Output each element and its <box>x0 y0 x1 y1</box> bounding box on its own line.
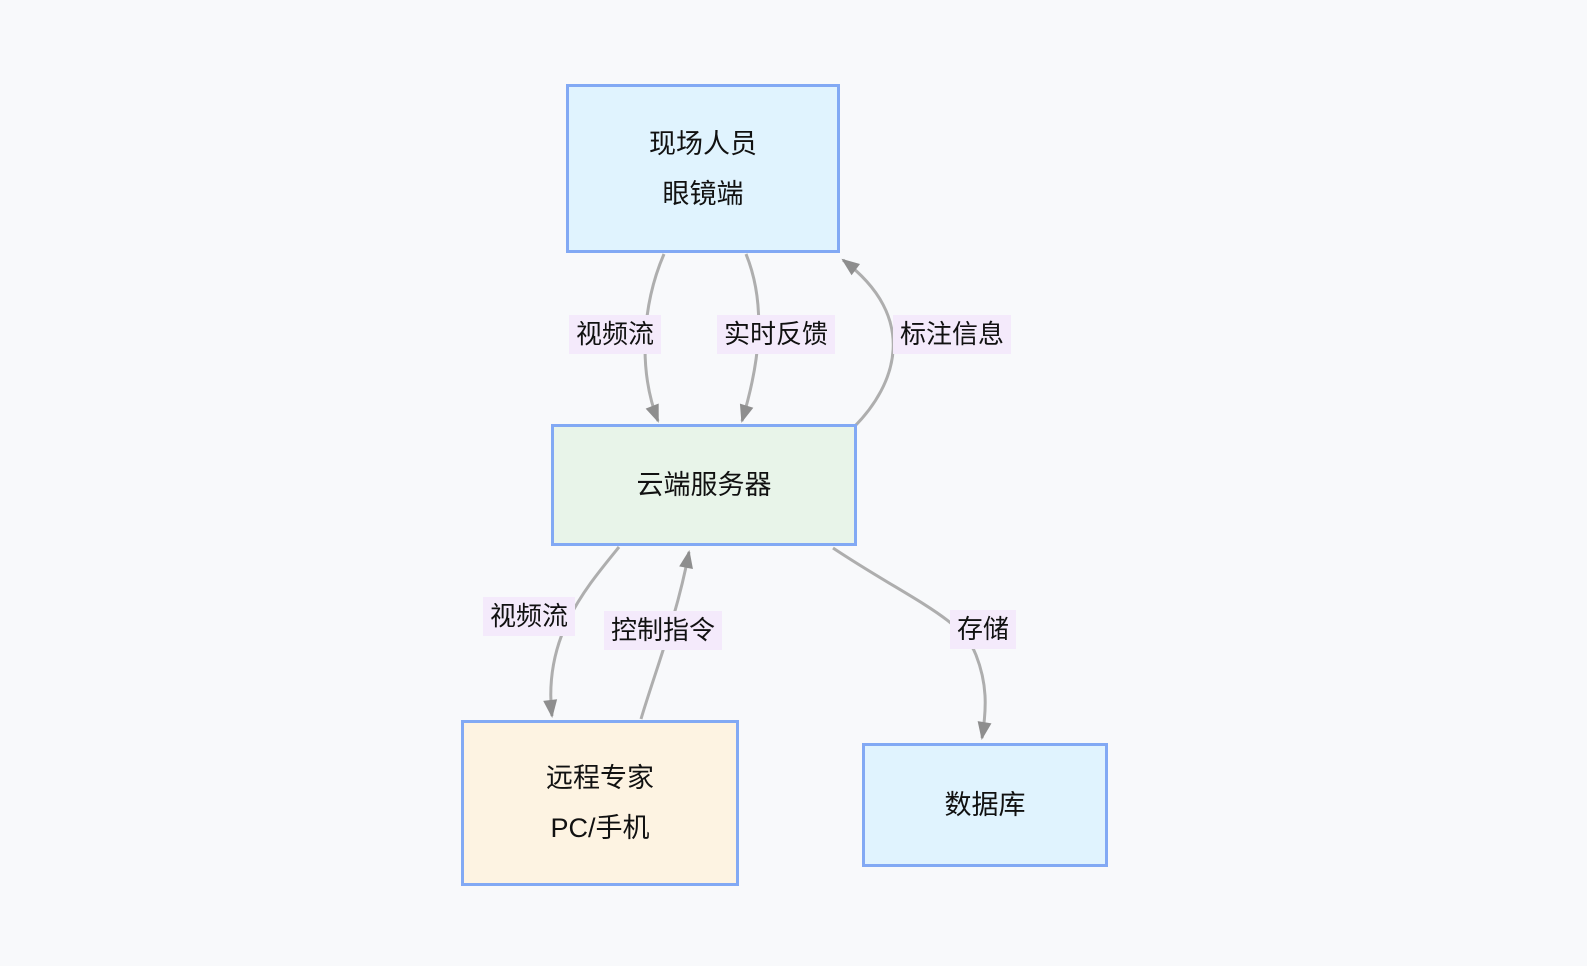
node-remote-expert: 远程专家 PC/手机 <box>461 720 739 886</box>
edge-label-annotation-info: 标注信息 <box>893 315 1012 354</box>
node-cloud-server: 云端服务器 <box>551 424 857 546</box>
edge-label-video-stream-up: 视频流 <box>569 315 662 354</box>
node-database: 数据库 <box>862 743 1108 867</box>
edge-label-video-stream-down: 视频流 <box>483 597 576 636</box>
edge-label-control-command: 控制指令 <box>604 611 723 650</box>
node-field-personnel-glasses: 现场人员 眼镜端 <box>566 84 840 253</box>
edge-label-realtime-feedback: 实时反馈 <box>717 315 836 354</box>
edge-label-storage: 存储 <box>950 610 1017 649</box>
edge-cloud-to-glasses-annotation <box>841 258 895 429</box>
